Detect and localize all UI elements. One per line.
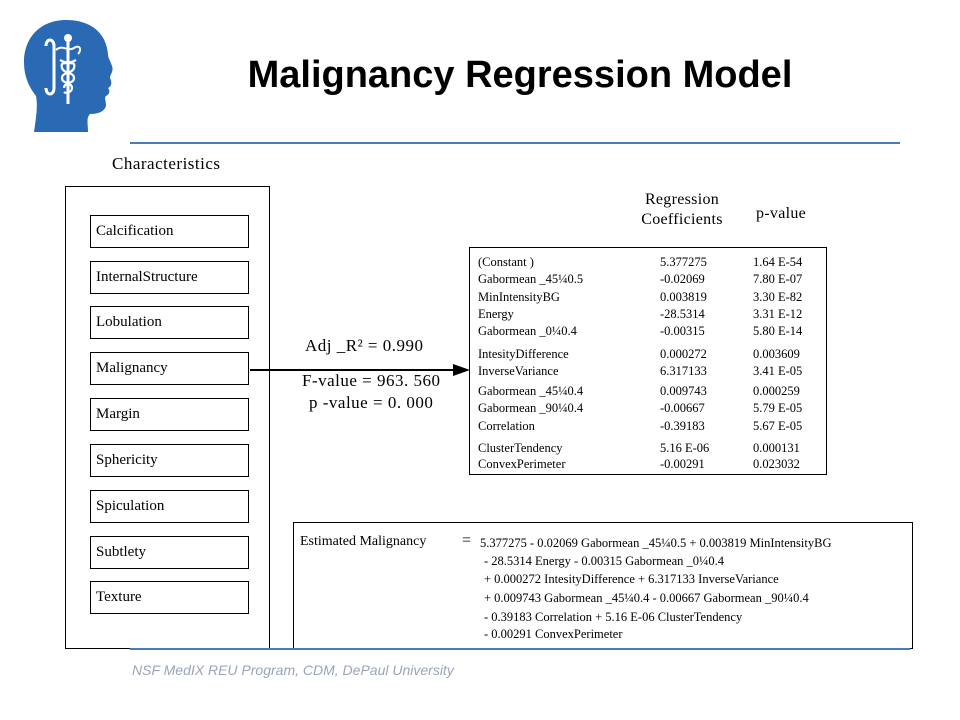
coef-name: ClusterTendency — [478, 441, 563, 455]
table-row: InverseVariance 6.317133 3.41 E-05 — [470, 363, 826, 379]
coef-name: ConvexPerimeter — [478, 457, 566, 471]
coef-value: 6.317133 — [660, 364, 707, 378]
coef-p-value: 5.79 E-05 — [753, 401, 803, 415]
coef-value: -0.00315 — [660, 324, 705, 338]
coefficients-table: (Constant ) 5.377275 1.64 E-54 Gabormean _… — [469, 247, 827, 475]
coef-value: 0.003819 — [660, 290, 707, 304]
characteristic-malignancy: Malignancy — [90, 352, 249, 385]
slicer-logo-icon — [24, 20, 113, 132]
coef-value: -28.5314 — [660, 307, 705, 321]
coef-name: Gabormean _0¼0.4 — [478, 324, 577, 338]
coef-value: 0.000272 — [660, 347, 707, 361]
coef-p-value: 0.003609 — [753, 347, 800, 361]
footer-text: NSF MedIX REU Program, CDM, DePaul Unive… — [132, 662, 454, 678]
coef-value: 5.377275 — [660, 255, 707, 269]
adjusted-r-squared: Adj _R² = 0.990 — [305, 336, 424, 355]
characteristic-lobulation: Lobulation — [90, 306, 249, 339]
arrow-right-icon — [250, 364, 470, 376]
coef-name: IntesityDifference — [478, 347, 569, 361]
table-row: (Constant ) 5.377275 1.64 E-54 — [470, 254, 826, 270]
table-row: IntesityDifference 0.000272 0.003609 — [470, 346, 826, 362]
table-row: Energy -28.5314 3.31 E-12 — [470, 306, 826, 322]
characteristic-calcification: Calcification — [90, 215, 249, 248]
coef-p-value: 1.64 E-54 — [753, 255, 803, 269]
coef-name: MinIntensityBG — [478, 290, 560, 304]
coef-value: 0.009743 — [660, 384, 707, 398]
page-title: Malignancy Regression Model — [247, 54, 793, 96]
table-row: Gabormean _45¼0.5 -0.02069 7.80 E-07 — [470, 271, 826, 287]
coef-p-value: 7.80 E-07 — [753, 272, 803, 286]
characteristic-subtlety: Subtlety — [90, 536, 249, 569]
coef-p-value: 0.000259 — [753, 384, 800, 398]
estimated-malignancy-equation: Estimated Malignancy = 5.377275 - 0.0206… — [293, 522, 913, 649]
title-divider — [130, 142, 900, 144]
coef-name: Energy — [478, 307, 514, 321]
coef-name: Gabormean _45¼0.4 — [478, 384, 584, 398]
table-row: ConvexPerimeter -0.00291 0.023032 — [470, 456, 826, 472]
table-row: Correlation -0.39183 5.67 E-05 — [470, 418, 826, 434]
coef-name: InverseVariance — [478, 364, 559, 378]
equation-line: + 0.009743 Gabormean _45¼0.4 - 0.00667 G… — [484, 591, 809, 605]
coef-name: Correlation — [478, 419, 535, 433]
coef-value: -0.00291 — [660, 457, 705, 471]
regression-coefficients-header: Regression Coefficients — [641, 191, 723, 228]
equals-sign: = — [462, 532, 472, 549]
coef-name: (Constant ) — [478, 255, 534, 269]
equation-label: Estimated Malignancy — [300, 534, 427, 549]
characteristic-texture: Texture — [90, 581, 249, 614]
footer-divider — [130, 648, 910, 650]
equation-line: 5.377275 - 0.02069 Gabormean _45¼0.5 + 0… — [480, 536, 832, 550]
coef-p-value: 3.30 E-82 — [753, 290, 803, 304]
p-value-header: p-value — [756, 205, 807, 222]
table-row: Gabormean _90¼0.4 -0.00667 5.79 E-05 — [470, 400, 826, 416]
table-row: MinIntensityBG 0.003819 3.30 E-82 — [470, 289, 826, 305]
equation-line: - 0.00291 ConvexPerimeter — [484, 627, 623, 641]
characteristics-panel: Calcification InternalStructure Lobulati… — [65, 186, 270, 649]
equation-line: - 28.5314 Energy - 0.00315 Gabormean _0¼… — [484, 554, 725, 568]
f-value: F-value = 963. 560 — [302, 371, 441, 390]
characteristics-heading: Characteristics — [112, 154, 221, 173]
coef-p-value: 5.80 E-14 — [753, 324, 803, 338]
coef-name: Gabormean _45¼0.5 — [478, 272, 584, 286]
coef-value: -0.39183 — [660, 419, 705, 433]
coef-p-value: 5.67 E-05 — [753, 419, 803, 433]
characteristic-internal-structure: InternalStructure — [90, 261, 249, 294]
equation-line: + 0.000272 IntesityDifference + 6.317133… — [484, 572, 779, 586]
table-row: ClusterTendency 5.16 E-06 0.000131 — [470, 440, 826, 456]
table-row: Gabormean _0¼0.4 -0.00315 5.80 E-14 — [470, 323, 826, 339]
coef-p-value: 3.41 E-05 — [753, 364, 803, 378]
coef-value: -0.02069 — [660, 272, 705, 286]
characteristic-margin: Margin — [90, 398, 249, 431]
table-row: Gabormean _45¼0.4 0.009743 0.000259 — [470, 383, 826, 399]
model-p-value: p -value = 0. 000 — [309, 393, 434, 412]
equation-line: - 0.39183 Correlation + 5.16 E-06 Cluste… — [484, 610, 743, 624]
characteristic-sphericity: Sphericity — [90, 444, 249, 477]
coef-name: Gabormean _90¼0.4 — [478, 401, 584, 415]
coef-p-value: 0.000131 — [753, 441, 800, 455]
characteristic-spiculation: Spiculation — [90, 490, 249, 523]
coef-p-value: 0.023032 — [753, 457, 800, 471]
coef-value: 5.16 E-06 — [660, 441, 710, 455]
coef-p-value: 3.31 E-12 — [753, 307, 803, 321]
coef-value: -0.00667 — [660, 401, 705, 415]
